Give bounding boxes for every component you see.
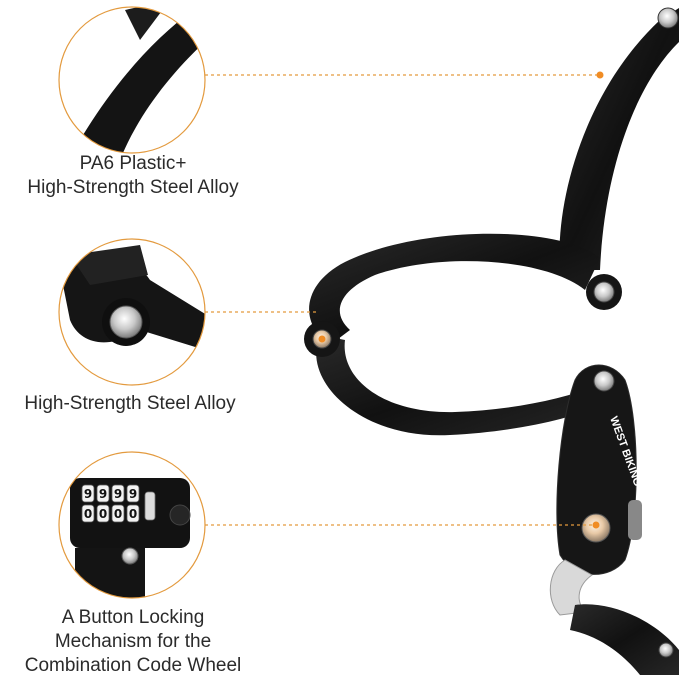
lock-connector — [549, 559, 593, 616]
caption-line: PA6 Plastic+ — [79, 153, 187, 174]
code-digit: 0 — [129, 507, 137, 521]
code-digit: 0 — [84, 507, 92, 521]
code-digit: 0 — [99, 507, 107, 521]
rivet-top — [657, 7, 679, 29]
folding-lock: WEST BIKING — [304, 7, 679, 675]
leader-dot-3 — [592, 521, 600, 529]
lock-head — [556, 364, 637, 575]
leader-lines — [205, 74, 598, 526]
callout-circle-material — [58, 6, 206, 154]
caption-code-wheel: A Button Locking Mechanism for the Combi… — [0, 606, 266, 678]
caption-joint: High-Strength Steel Alloy — [0, 392, 260, 416]
code-digit: 9 — [84, 487, 92, 501]
lock-bar-bottom — [570, 604, 679, 675]
caption-line: Combination Code Wheel — [24, 655, 242, 676]
code-digit: 0 — [114, 507, 122, 521]
lock-loop-lower — [316, 335, 600, 436]
caption-line: High-Strength Steel Alloy — [27, 177, 239, 198]
callout-circle-joint — [58, 238, 206, 386]
caption-line: A Button Locking — [61, 607, 205, 628]
lock-bar-top — [559, 8, 679, 270]
caption-material: PA6 Plastic+ High-Strength Steel Alloy — [0, 152, 266, 200]
caption-line: High-Strength Steel Alloy — [24, 393, 236, 414]
code-digit: 9 — [114, 487, 122, 501]
leader-dot-1 — [596, 71, 604, 79]
code-digit: 9 — [129, 487, 137, 501]
caption-line: Mechanism for the — [54, 631, 212, 652]
code-digit: 9 — [99, 487, 107, 501]
leader-dot-2 — [318, 335, 326, 343]
callout-circle-code-wheel: 9 9 9 9 0 0 0 0 — [58, 451, 206, 599]
lock-loop-upper — [309, 233, 600, 345]
